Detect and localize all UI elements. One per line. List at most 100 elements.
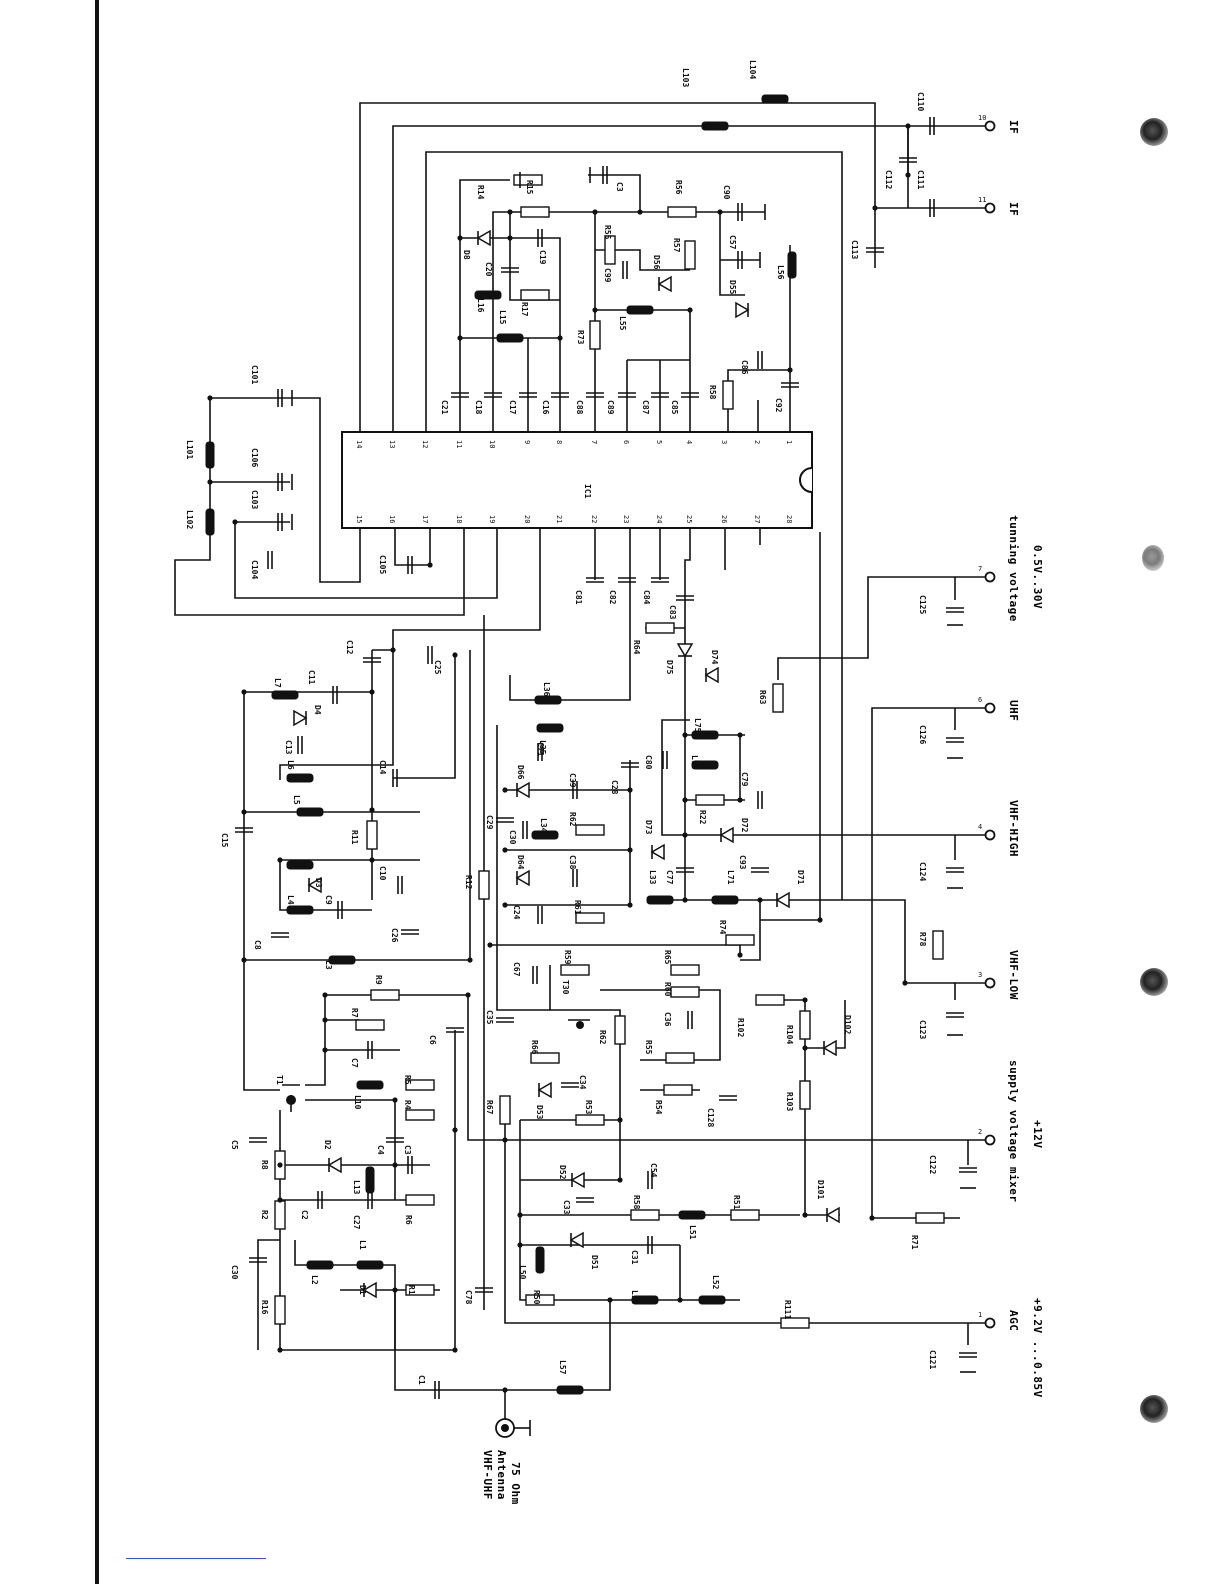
component-label-d75: D75 bbox=[665, 660, 674, 675]
junction-dot bbox=[905, 123, 911, 129]
junction-dot bbox=[872, 205, 878, 211]
component-label-c3b: C3 bbox=[403, 1145, 412, 1155]
component-label-c101: C101 bbox=[250, 365, 259, 384]
junction-dot bbox=[607, 1297, 613, 1303]
component-label-c123: C123 bbox=[918, 1020, 927, 1039]
punch-hole-4 bbox=[1140, 1395, 1168, 1423]
resistor-r4 bbox=[405, 1109, 435, 1121]
component-label-c17: C17 bbox=[508, 400, 517, 415]
component-label-d3: D3 bbox=[314, 878, 323, 888]
component-label-d4: D4 bbox=[313, 705, 322, 715]
ic1-pin-label: 15 bbox=[355, 515, 363, 523]
capacitor-c86 bbox=[757, 351, 763, 369]
inductor-l74 bbox=[691, 760, 719, 770]
component-label-c85: C85 bbox=[670, 400, 679, 415]
resistor-r55 bbox=[604, 235, 616, 265]
junction-dot bbox=[717, 209, 723, 215]
resistor-r61 bbox=[575, 912, 605, 924]
component-label-c90: C90 bbox=[722, 185, 731, 200]
inductor-l2 bbox=[306, 1260, 334, 1270]
component-label-c11: C11 bbox=[307, 670, 316, 685]
capacitor-c33 bbox=[576, 1197, 594, 1203]
junction-dot bbox=[452, 1347, 458, 1353]
component-label-l13: L13 bbox=[352, 1180, 361, 1195]
component-label-l50: L50 bbox=[518, 1265, 527, 1280]
ic1-label: IC1 bbox=[583, 484, 592, 499]
component-label-l4: L4 bbox=[286, 895, 295, 905]
junction-dot bbox=[457, 335, 463, 341]
component-label-l71: L71 bbox=[726, 870, 735, 885]
diode-d64 bbox=[515, 869, 530, 887]
ic1-pin-label: 21 bbox=[555, 515, 563, 523]
ic1-pin-label: 19 bbox=[488, 515, 496, 523]
component-label-l57: L57 bbox=[558, 1360, 567, 1375]
inductor-l10 bbox=[356, 1080, 384, 1090]
junction-dot bbox=[241, 957, 247, 963]
terminal-pin-3 bbox=[984, 977, 996, 989]
inductor-l36 bbox=[534, 695, 562, 705]
terminal-pin-11 bbox=[984, 202, 996, 214]
component-label-d72: D72 bbox=[740, 818, 749, 833]
capacitor-c112 bbox=[899, 157, 917, 163]
terminal-pin-1 bbox=[984, 1317, 996, 1329]
capacitor-c21 bbox=[451, 392, 469, 398]
component-label-c81: C81 bbox=[574, 590, 583, 605]
junction-dot bbox=[757, 897, 763, 903]
component-label-l7: L7 bbox=[273, 678, 282, 688]
component-label-c25: C25 bbox=[433, 660, 442, 675]
ic1-pin-label: 12 bbox=[421, 440, 429, 448]
diode-d71 bbox=[775, 891, 790, 909]
resistor-r67 bbox=[499, 1095, 511, 1125]
inductor-l13 bbox=[365, 1166, 375, 1194]
component-label-l18: L18 bbox=[630, 1290, 639, 1305]
capacitor-c81 bbox=[586, 577, 604, 583]
junction-dot bbox=[390, 647, 396, 653]
component-label-c93: C93 bbox=[738, 855, 747, 870]
junction-dot bbox=[627, 902, 633, 908]
capacitor-c88 bbox=[586, 392, 604, 398]
component-label-c103: C103 bbox=[250, 490, 259, 509]
junction-dot bbox=[592, 307, 598, 313]
resistor-r51 bbox=[730, 1209, 760, 1221]
junction-dot bbox=[617, 1117, 623, 1123]
component-label-c112: C112 bbox=[884, 170, 893, 189]
component-label-d66: D66 bbox=[516, 765, 525, 780]
ic1-pin-label: 24 bbox=[655, 515, 663, 523]
diode-d72 bbox=[719, 826, 734, 844]
component-label-r104: R104 bbox=[785, 1025, 794, 1044]
component-label-c4: C4 bbox=[376, 1145, 385, 1155]
resistor-r55b bbox=[665, 1052, 695, 1064]
junction-dot bbox=[802, 1212, 808, 1218]
capacitor-c26 bbox=[401, 929, 419, 935]
junction-dot bbox=[677, 1297, 683, 1303]
component-label-c92: C92 bbox=[774, 398, 783, 413]
capacitor-c99 bbox=[622, 261, 628, 279]
resistor-r62b bbox=[614, 1015, 626, 1045]
ic1-pin-label: 1 bbox=[785, 440, 793, 444]
junction-dot bbox=[502, 902, 508, 908]
component-label-c128: C128 bbox=[706, 1108, 715, 1127]
component-label-r2: R2 bbox=[260, 1210, 269, 1220]
component-label-r11: R11 bbox=[350, 830, 359, 845]
junction-dot bbox=[737, 952, 743, 958]
capacitor-c126 bbox=[946, 737, 964, 743]
capacitor-c35 bbox=[496, 1017, 514, 1023]
terminal-pin-2 bbox=[984, 1134, 996, 1146]
capacitor-c29 bbox=[496, 817, 514, 823]
capacitor-c34 bbox=[561, 1082, 579, 1088]
junction-dot bbox=[737, 732, 743, 738]
inductor-l18 bbox=[631, 1295, 659, 1305]
junction-dot bbox=[467, 957, 473, 963]
ic1-pin-label: 20 bbox=[523, 515, 531, 523]
capacitor-c1 bbox=[434, 1381, 440, 1399]
terminal-pin-6 bbox=[984, 702, 996, 714]
capacitor-c79 bbox=[757, 791, 763, 809]
capacitor-c104 bbox=[267, 551, 273, 569]
component-label-c38: C38 bbox=[568, 855, 577, 870]
junction-dot bbox=[502, 847, 508, 853]
junction-dot bbox=[452, 652, 458, 658]
capacitor-c82 bbox=[618, 577, 636, 583]
component-label-c125: C125 bbox=[918, 595, 927, 614]
